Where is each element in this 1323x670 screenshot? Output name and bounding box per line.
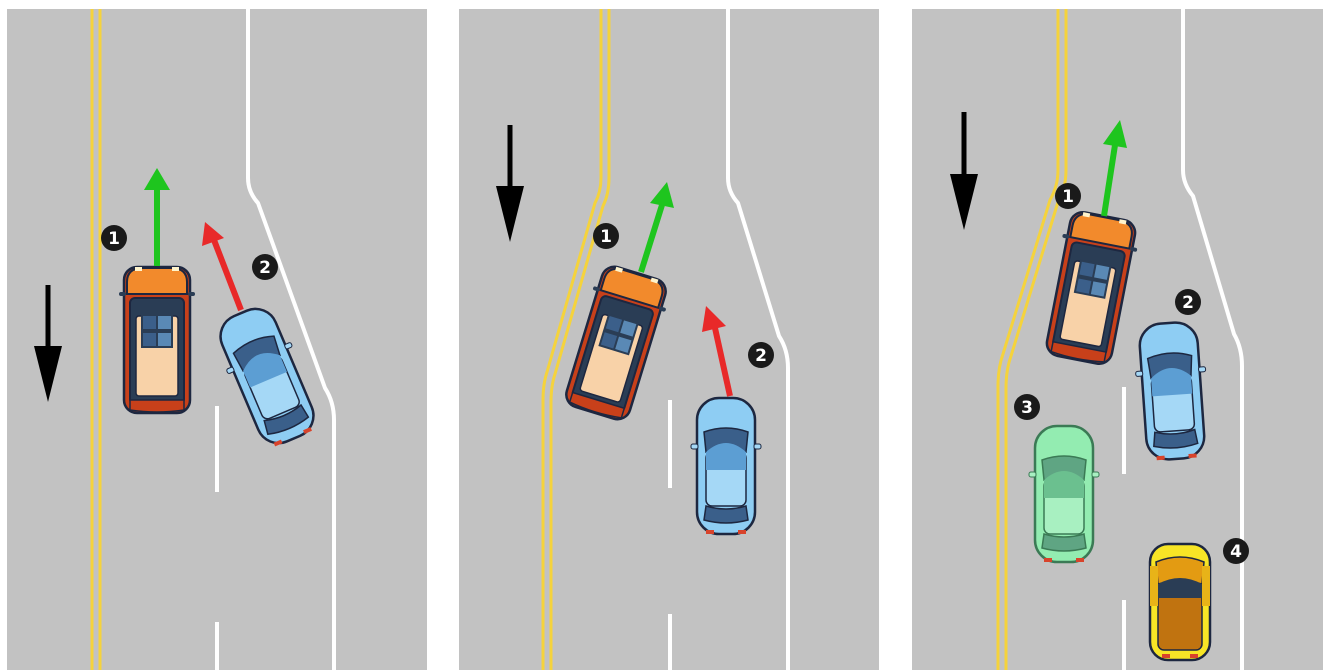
vehicle-4-label: 4: [1223, 538, 1249, 564]
label-text: 1: [600, 227, 612, 247]
label-text: 4: [1230, 542, 1242, 562]
vehicle-2-label: 2: [748, 342, 774, 368]
vehicle-1-label: 1: [101, 225, 127, 251]
vehicle-4-sports-car: [1150, 544, 1210, 660]
vehicle-2-label: 2: [252, 254, 278, 280]
vehicle-1-suv: [119, 267, 195, 413]
label-text: 3: [1021, 398, 1033, 418]
label-text: 2: [755, 346, 767, 366]
vehicle-3-label: 3: [1014, 394, 1040, 420]
road-surface: [459, 9, 879, 670]
panel-1: 1 2: [7, 9, 427, 670]
vehicle-1-label: 1: [593, 223, 619, 249]
label-text: 2: [1182, 293, 1194, 313]
road-surface: [7, 9, 427, 670]
label-text: 2: [259, 258, 271, 278]
panel-2: 1 2: [459, 9, 879, 670]
vehicle-3-sedan: [1029, 426, 1099, 562]
vehicle-2-label: 2: [1175, 289, 1201, 315]
label-text: 1: [1062, 187, 1074, 207]
label-text: 1: [108, 229, 120, 249]
panel-3: 1 2 3 4: [912, 9, 1323, 670]
vehicle-1-label: 1: [1055, 183, 1081, 209]
road-surface: [912, 9, 1323, 670]
vehicle-2-sedan: [691, 398, 761, 534]
